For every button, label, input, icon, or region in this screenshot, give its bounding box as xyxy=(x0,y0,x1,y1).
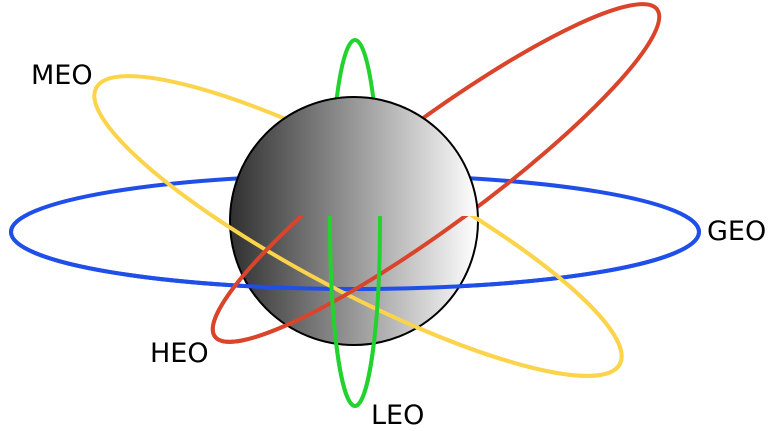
meo-label: MEO xyxy=(31,60,93,91)
heo-orbit-front xyxy=(210,216,662,344)
geo-label: GEO xyxy=(707,216,766,247)
heo-label: HEO xyxy=(150,338,209,369)
orbits-front xyxy=(9,216,701,408)
earth-planet xyxy=(229,96,479,346)
leo-orbit-front xyxy=(328,216,382,408)
meo-orbit-front xyxy=(92,216,624,378)
leo-label: LEO xyxy=(371,400,424,431)
